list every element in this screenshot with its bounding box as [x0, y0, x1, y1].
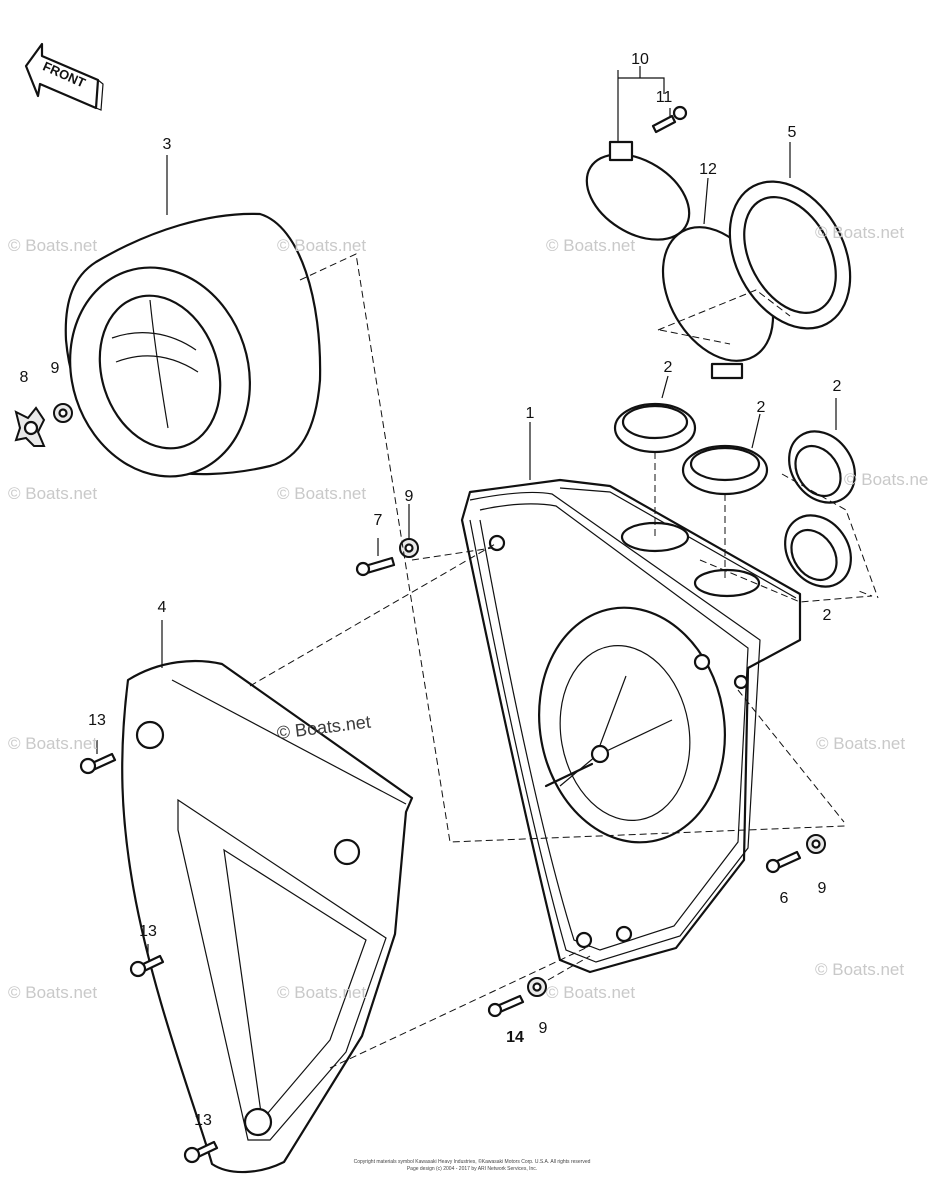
grommet	[784, 514, 852, 588]
callout-13: 13	[139, 923, 157, 940]
callout-2: 2	[832, 378, 842, 395]
watermark: © Boats.net	[8, 236, 98, 255]
callout-2: 2	[756, 399, 766, 416]
watermark: © Boats.net	[815, 960, 905, 979]
callout-12: 12	[699, 161, 717, 178]
watermark: © Boats.net	[277, 983, 367, 1002]
leader-lines	[96, 66, 837, 956]
alignment-lines	[249, 253, 879, 1069]
callout-3: 3	[162, 136, 172, 153]
watermark: © Boats.net	[546, 983, 636, 1002]
watermark: © Boats.net	[816, 734, 906, 753]
washer-icon	[53, 403, 73, 423]
bolt-icon	[651, 105, 688, 134]
callout-8: 8	[19, 369, 29, 386]
callout-2: 2	[822, 607, 832, 624]
wing-nut-icon	[14, 406, 46, 447]
watermark: © Boats.net	[815, 223, 905, 242]
watermark: © Boats.net	[8, 484, 98, 503]
grommet	[681, 444, 769, 496]
grommet	[788, 430, 856, 504]
watermark: © Boats.net	[277, 484, 367, 503]
watermark: © Boats.net	[8, 983, 98, 1002]
hose-clamp	[585, 140, 691, 241]
watermark: © Boats.net	[546, 236, 636, 255]
callout-10: 10	[631, 51, 649, 68]
washer-icon	[399, 538, 419, 558]
callout-13: 13	[194, 1112, 212, 1129]
callout-9: 9	[817, 880, 827, 897]
callout-1: 1	[525, 405, 535, 422]
copyright-line: Copyright materials symbol Kawasaki Heav…	[353, 1159, 591, 1165]
callout-5: 5	[787, 124, 797, 141]
copyright-notice: Copyright materials symbol Kawasaki Heav…	[322, 1159, 622, 1173]
air-filter-element	[64, 212, 322, 478]
bolt-icon	[183, 1140, 219, 1164]
air-cleaner-housing	[460, 478, 802, 974]
intake-boot	[728, 180, 852, 330]
watermark: © Boats.net	[277, 236, 367, 255]
bolt-icon	[129, 954, 165, 978]
bolt-icon	[765, 850, 802, 874]
grommet	[613, 402, 697, 454]
washer-icon	[806, 834, 826, 854]
front-arrow-icon	[24, 42, 104, 111]
bolt-icon	[355, 556, 396, 577]
washer-icon	[527, 977, 547, 997]
callout-11: 11	[655, 89, 673, 106]
callout-13: 13	[88, 712, 106, 729]
watermark: © Boats.ne	[844, 470, 929, 489]
bolt-icon	[79, 752, 117, 775]
callout-14: 14	[506, 1029, 524, 1046]
callout-9: 9	[50, 360, 60, 377]
callout-4: 4	[157, 599, 167, 616]
callout-6: 6	[779, 890, 789, 907]
callout-9: 9	[404, 488, 414, 505]
watermark: © Boats.net	[8, 734, 98, 753]
copyright-line: Page design (c) 2004 - 2017 by ARI Netwo…	[406, 1166, 538, 1172]
callout-9: 9	[538, 1020, 548, 1037]
outer-cover	[121, 659, 414, 1174]
callout-7: 7	[373, 512, 383, 529]
callout-2: 2	[663, 359, 673, 376]
bolt-icon	[487, 994, 525, 1018]
